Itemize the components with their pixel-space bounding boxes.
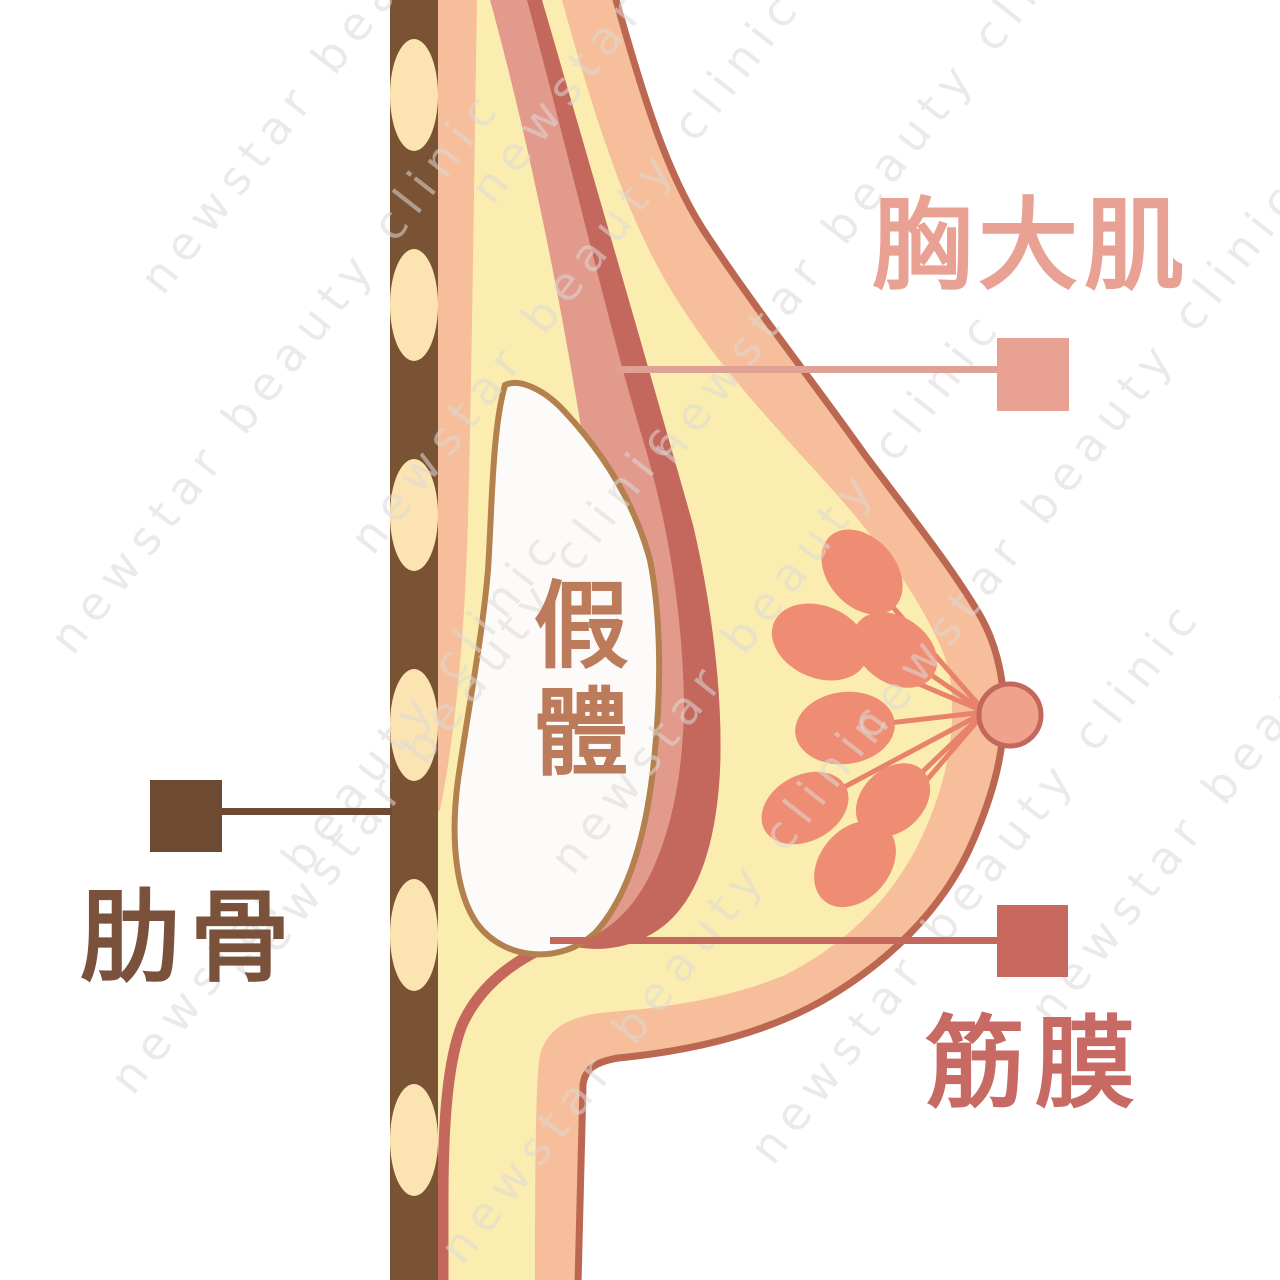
mammary-gland — [761, 771, 849, 845]
rib-bone-oval — [390, 1084, 438, 1196]
fascia-line-curve — [437, 934, 568, 1280]
fascia-label: 筋膜 — [925, 1005, 1145, 1122]
rib-bone-oval — [390, 39, 438, 151]
rib-bone-oval — [390, 669, 438, 781]
mammary-gland — [855, 763, 931, 837]
mammary-gland — [814, 820, 896, 908]
implant-label: 假 體 — [516, 574, 646, 788]
fascia-leader-line — [550, 937, 997, 944]
ribs-label: 肋骨 — [80, 879, 300, 996]
pectoral-muscle-leader-line — [617, 366, 997, 373]
ribs-leader-line — [222, 808, 392, 815]
implant-label-char-2: 體 — [533, 679, 629, 789]
rib-cross-sections — [390, 39, 438, 1196]
nipple — [976, 681, 1044, 749]
rib-bone-oval — [390, 249, 438, 361]
mammary-gland — [852, 612, 938, 688]
rib-bone-oval — [390, 459, 438, 571]
ribs-marker — [150, 780, 222, 852]
implant-label-char-1: 假 — [533, 572, 629, 682]
rib-bone-oval — [390, 879, 438, 991]
mammary-gland — [795, 691, 895, 765]
pectoral-muscle-label: 胸大肌 — [872, 187, 1190, 304]
pectoral-muscle-marker — [997, 338, 1069, 411]
intercostal-muscle-layer — [438, 0, 477, 812]
mammary-gland — [771, 603, 869, 681]
mammary-gland — [821, 529, 903, 615]
fascia-marker — [997, 905, 1068, 977]
rib-column — [390, 0, 438, 1280]
mammary-glands — [761, 529, 938, 908]
pectoral-muscle-edge — [527, 0, 721, 949]
breast-implant-shape — [451, 380, 663, 958]
